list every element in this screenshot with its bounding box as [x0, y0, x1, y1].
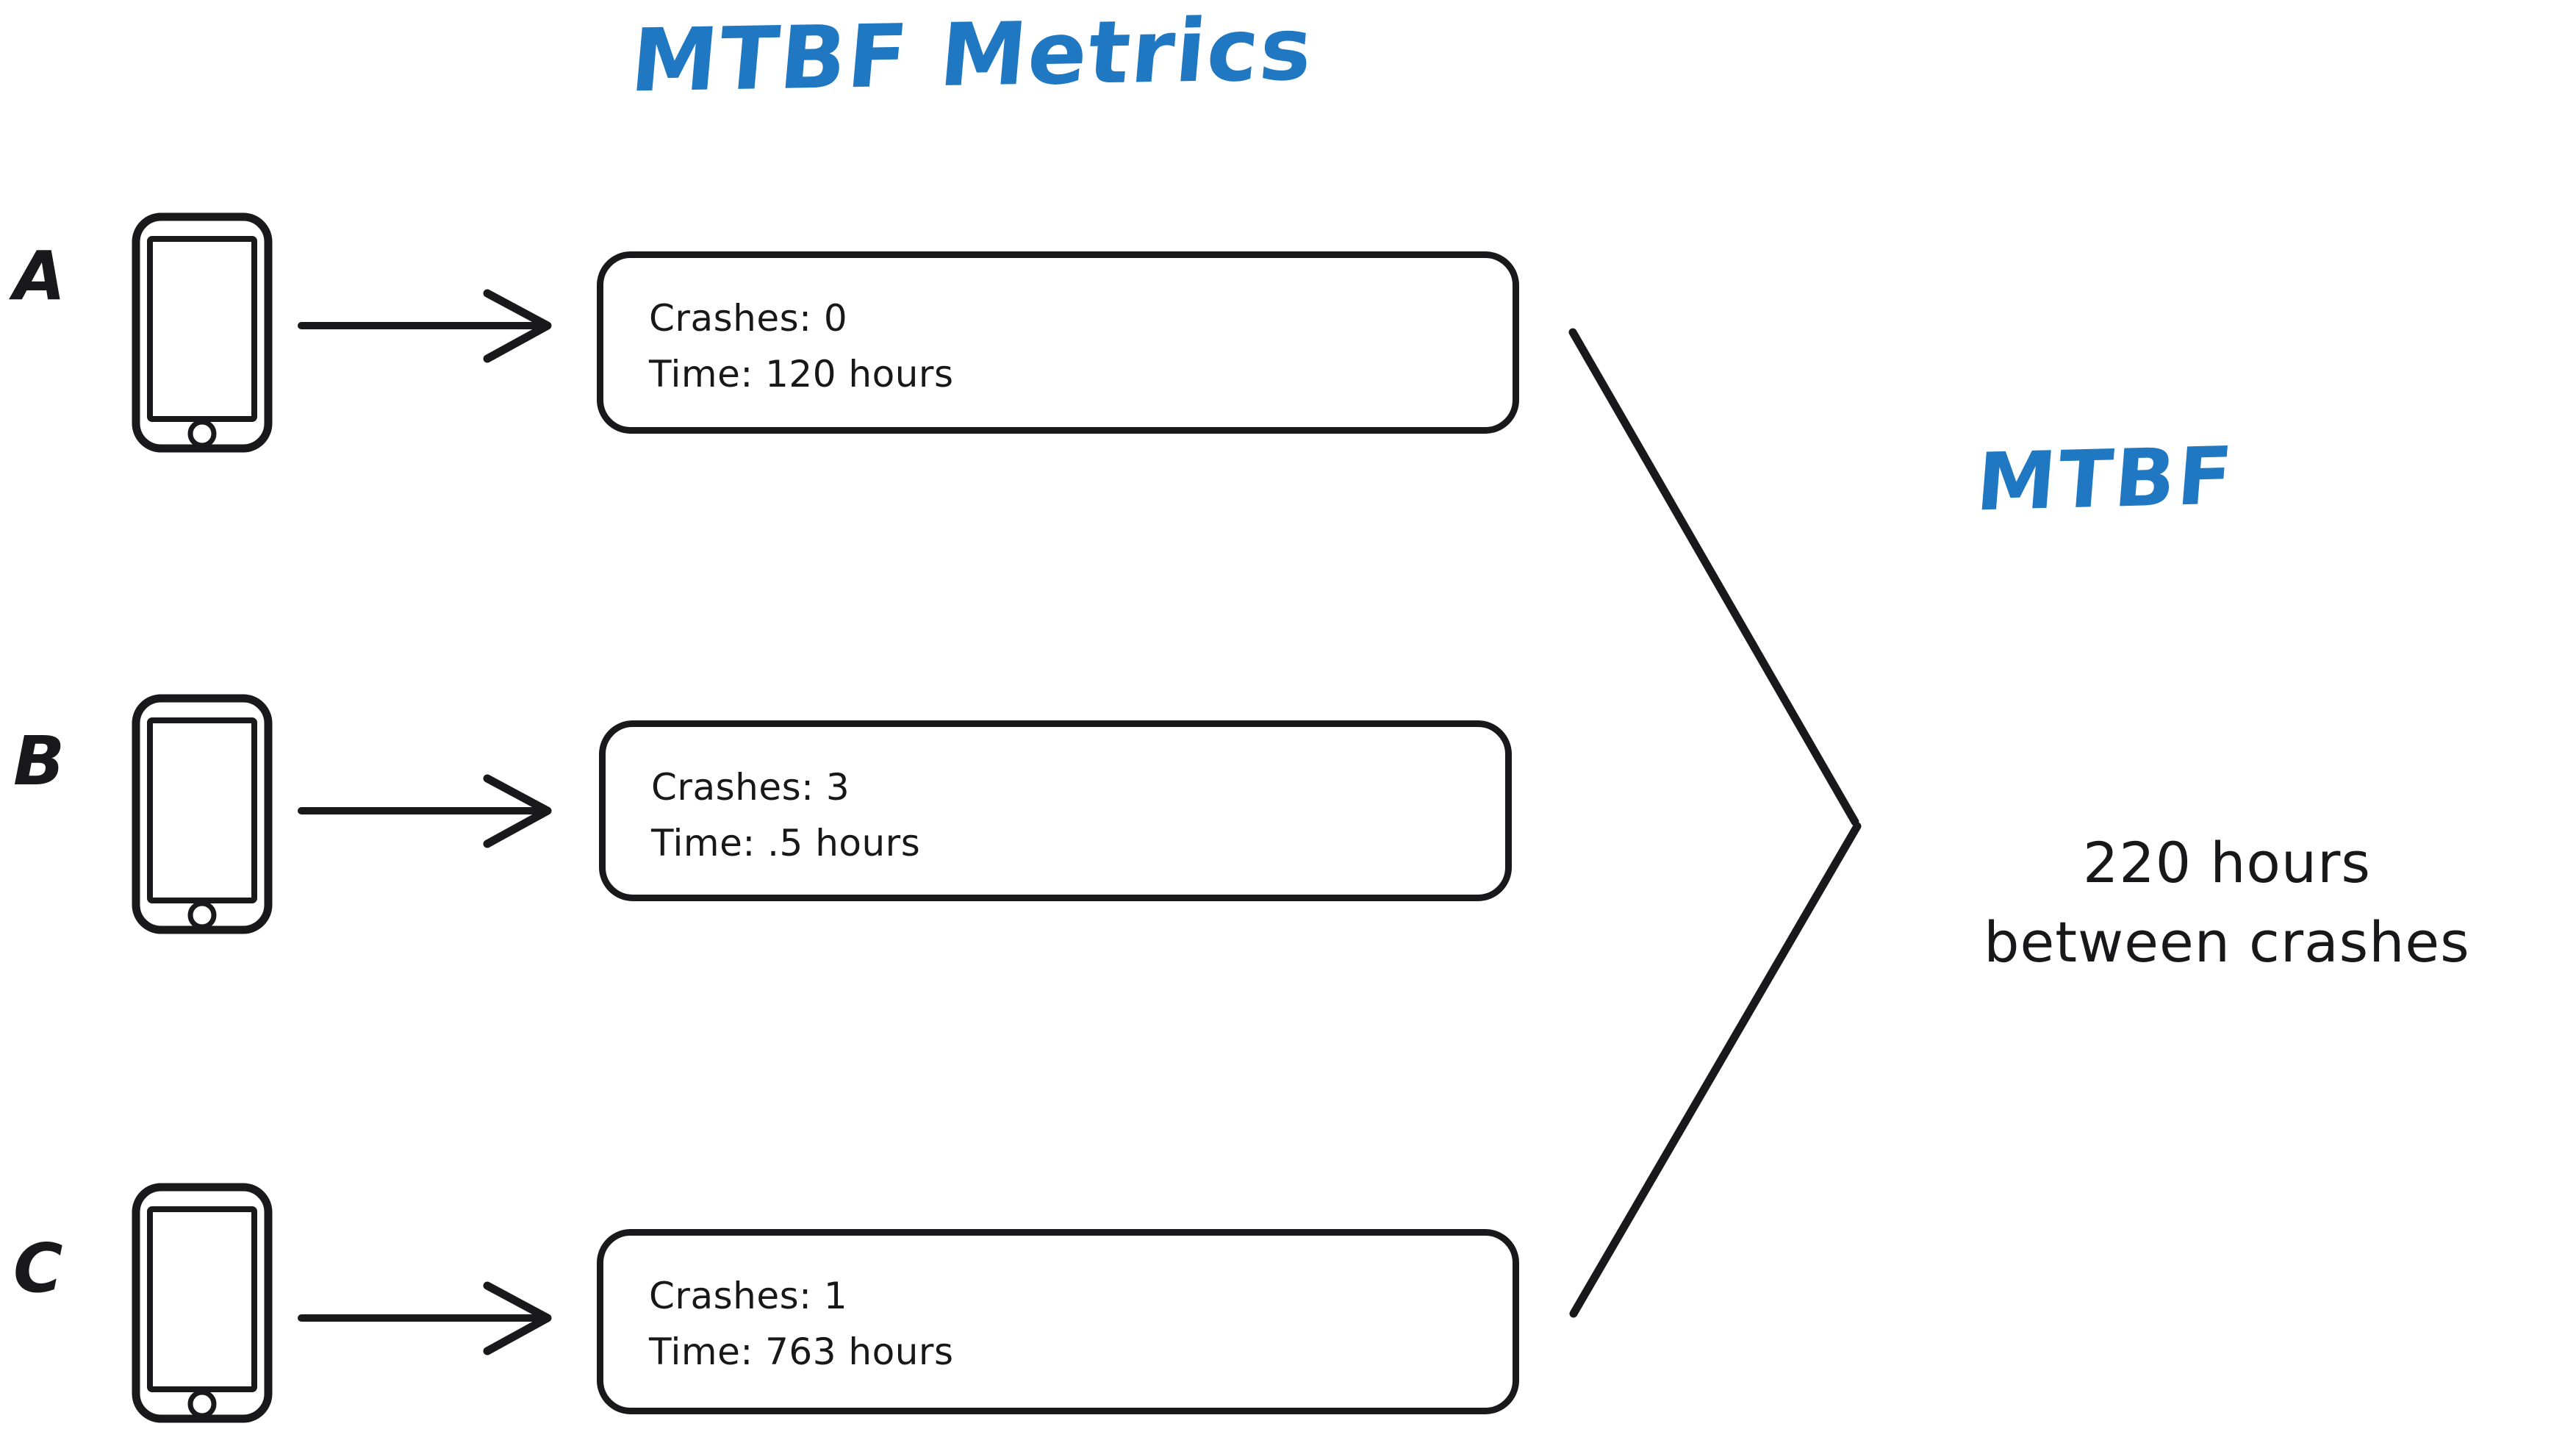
summary-heading: MTBF — [1973, 430, 2238, 529]
metric-box-b: Crashes: 3 Time: .5 hours — [599, 720, 1512, 901]
smartphone-icon — [129, 1180, 276, 1426]
summary-description-line: between crashes — [1984, 909, 2470, 975]
metric-text-b: Crashes: 3 Time: .5 hours — [651, 759, 920, 871]
metric-crashes-c: Crashes: 1 — [649, 1275, 848, 1317]
metric-text-a: Crashes: 0 Time: 120 hours — [649, 290, 954, 402]
metric-time-a: Time: 120 hours — [649, 353, 954, 395]
summary-value-line: 220 hours — [2083, 830, 2371, 895]
metric-crashes-a: Crashes: 0 — [649, 297, 848, 340]
metric-time-b: Time: .5 hours — [651, 822, 921, 864]
metric-time-c: Time: 763 hours — [649, 1330, 954, 1373]
metric-crashes-b: Crashes: 3 — [651, 766, 850, 809]
metric-box-c: Crashes: 1 Time: 763 hours — [597, 1229, 1519, 1414]
arrow-right-icon — [298, 1279, 555, 1356]
metric-text-c: Crashes: 1 Time: 763 hours — [649, 1268, 954, 1380]
metric-box-a: Crashes: 0 Time: 120 hours — [597, 251, 1519, 434]
smartphone-icon — [129, 209, 276, 456]
arrow-right-icon — [298, 772, 555, 849]
arrow-right-icon — [298, 287, 555, 364]
smartphone-icon — [129, 691, 276, 937]
summary-result: 220 hours between crashes — [1881, 823, 2572, 982]
